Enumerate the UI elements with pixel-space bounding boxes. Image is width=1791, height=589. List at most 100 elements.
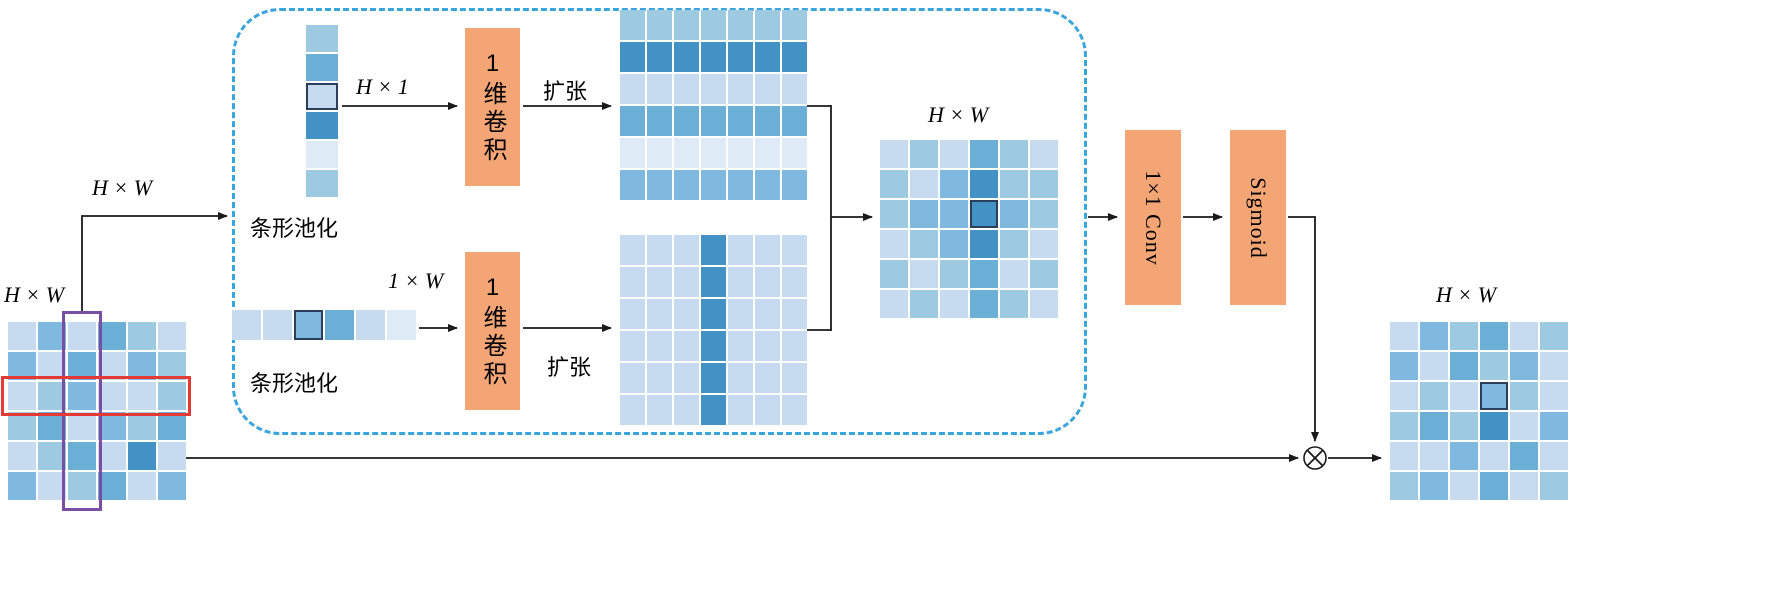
grid-cell	[1390, 352, 1418, 380]
grid-cell	[880, 290, 908, 318]
grid-cell	[620, 235, 645, 265]
grid-cell	[674, 299, 699, 329]
grid-cell	[306, 141, 338, 168]
sigmoid-box: Sigmoid	[1230, 130, 1286, 305]
horizontal-pooled-strip	[232, 310, 416, 340]
arrow-input-to-module	[81, 212, 228, 311]
grid-cell	[158, 352, 186, 380]
grid-cell	[1450, 352, 1478, 380]
grid-cell	[728, 395, 753, 425]
grid-cell	[98, 322, 126, 350]
grid-cell	[1000, 290, 1028, 318]
grid-cell	[728, 331, 753, 361]
grid-cell	[910, 260, 938, 288]
conv1d-bottom-label: 1维卷积	[479, 273, 506, 389]
grid-cell	[1000, 140, 1028, 168]
grid-cell	[1420, 442, 1448, 470]
grid-cell	[782, 267, 807, 297]
grid-cell	[1030, 230, 1058, 258]
grid-cell	[306, 112, 338, 139]
grid-cell	[38, 412, 66, 440]
grid-cell	[1480, 442, 1508, 470]
grid-cell	[674, 267, 699, 297]
grid-cell	[98, 442, 126, 470]
grid-cell	[8, 322, 36, 350]
fused-attention-map	[880, 140, 1058, 318]
strip-pooling-module-box	[232, 8, 1087, 435]
grid-cell	[880, 230, 908, 258]
grid-cell	[728, 267, 753, 297]
grid-cell	[1540, 382, 1568, 410]
grid-cell	[755, 74, 780, 104]
grid-cell	[910, 290, 938, 318]
grid-cell	[701, 42, 726, 72]
grid-cell	[1480, 322, 1508, 350]
grid-cell	[647, 395, 672, 425]
grid-cell	[674, 10, 699, 40]
grid-cell	[98, 472, 126, 500]
grid-cell	[1420, 472, 1448, 500]
grid-cell	[1450, 412, 1478, 440]
grid-cell	[1390, 412, 1418, 440]
grid-cell	[158, 412, 186, 440]
grid-cell	[647, 331, 672, 361]
vertical-pooled-strip	[306, 25, 338, 197]
grid-cell	[1000, 170, 1028, 198]
grid-cell	[647, 299, 672, 329]
grid-cell	[782, 10, 807, 40]
input-feature-map	[8, 322, 186, 500]
grid-cell	[1450, 442, 1478, 470]
grid-cell	[1030, 140, 1058, 168]
grid-cell	[1540, 322, 1568, 350]
grid-cell	[1030, 170, 1058, 198]
grid-cell	[8, 352, 36, 380]
grid-cell	[755, 363, 780, 393]
grid-cell	[728, 10, 753, 40]
conv1d-box-bottom: 1维卷积	[465, 252, 520, 410]
grid-cell	[940, 200, 968, 228]
grid-cell	[782, 331, 807, 361]
fused-dim-label: H × W	[928, 102, 989, 127]
expand-bottom-label: 扩张	[547, 355, 592, 380]
grid-cell	[1480, 352, 1508, 380]
grid-cell	[880, 140, 908, 168]
grid-cell	[38, 382, 66, 410]
grid-cell	[728, 138, 753, 168]
grid-cell	[306, 25, 338, 52]
grid-cell	[755, 235, 780, 265]
grid-cell	[1420, 412, 1448, 440]
grid-cell	[1480, 382, 1508, 410]
grid-cell	[38, 472, 66, 500]
grid-cell	[755, 42, 780, 72]
grid-cell	[1510, 442, 1538, 470]
grid-cell	[158, 382, 186, 410]
grid-cell	[880, 260, 908, 288]
conv1d-top-label: 1维卷积	[479, 49, 506, 165]
grid-cell	[8, 442, 36, 470]
grid-cell	[674, 106, 699, 136]
grid-cell	[1540, 352, 1568, 380]
grid-cell	[1510, 352, 1538, 380]
grid-cell	[701, 395, 726, 425]
grid-cell	[880, 200, 908, 228]
grid-cell	[647, 74, 672, 104]
grid-cell	[782, 42, 807, 72]
sigmoid-label: Sigmoid	[1246, 176, 1272, 259]
grid-cell	[128, 322, 156, 350]
grid-cell	[98, 382, 126, 410]
grid-cell	[728, 299, 753, 329]
grid-cell	[1390, 472, 1418, 500]
grid-cell	[782, 363, 807, 393]
grid-cell	[1000, 230, 1028, 258]
output-feature-map	[1390, 322, 1568, 500]
grid-cell	[755, 267, 780, 297]
grid-cell	[940, 140, 968, 168]
grid-cell	[674, 235, 699, 265]
row-highlight-box	[1, 376, 191, 416]
grid-cell	[1420, 322, 1448, 350]
grid-cell	[620, 363, 645, 393]
grid-cell	[728, 106, 753, 136]
grid-cell	[620, 138, 645, 168]
grid-cell	[1510, 472, 1538, 500]
grid-cell	[782, 138, 807, 168]
